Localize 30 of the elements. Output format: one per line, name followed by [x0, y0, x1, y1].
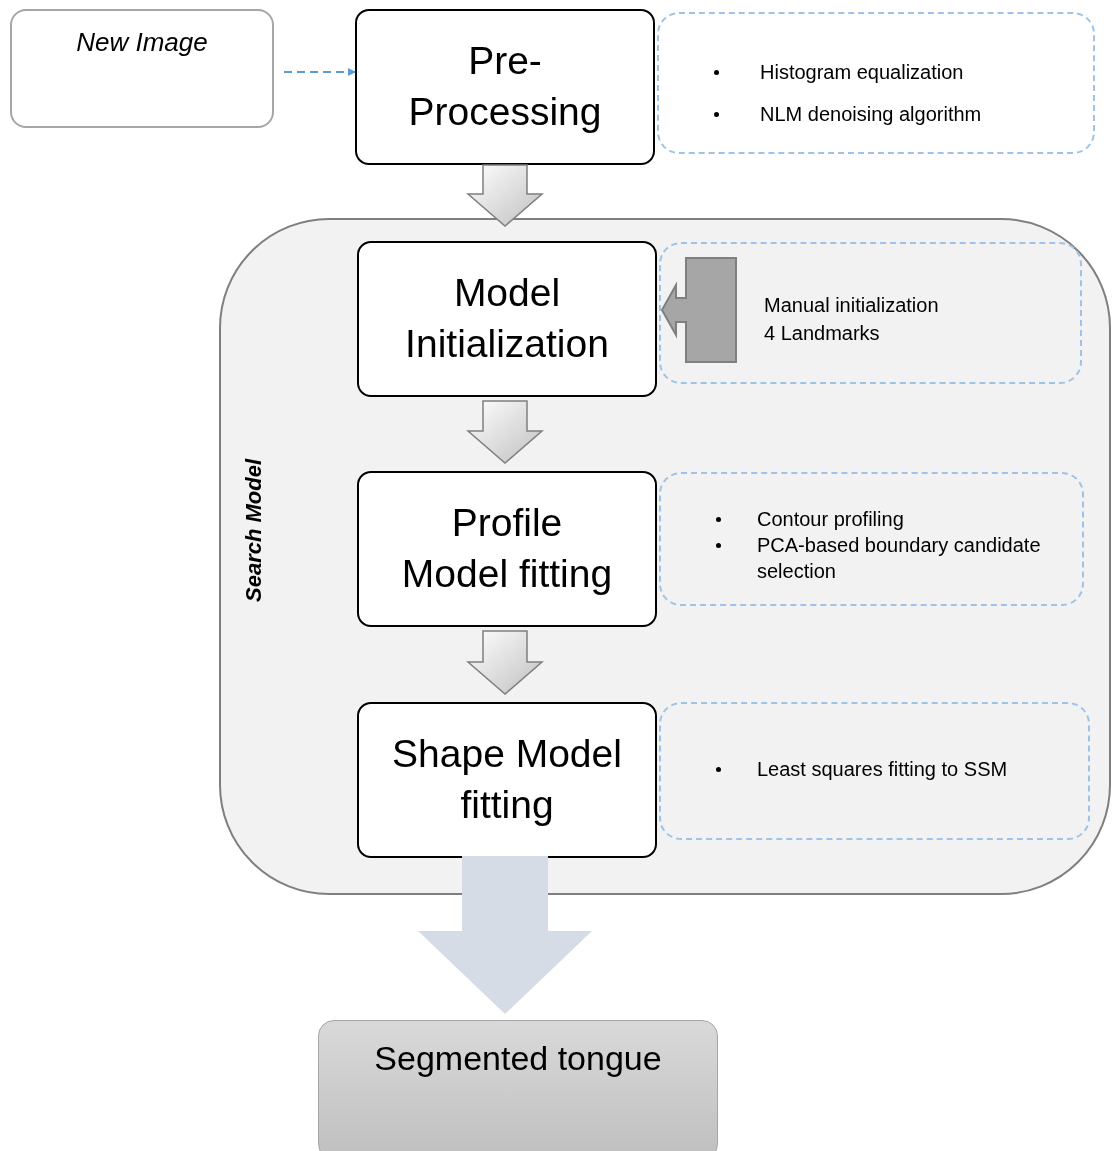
bullet-text: Histogram equalization — [760, 60, 965, 85]
group-container — [219, 218, 1111, 895]
note-text: 4 Landmarks — [764, 321, 880, 346]
bullet-text: NLM denoising algorithm — [760, 102, 982, 127]
note-box — [659, 472, 1084, 606]
block-arrow — [466, 164, 544, 227]
note-box — [657, 12, 1095, 154]
note-text: Manual initialization — [764, 293, 939, 318]
input-label: New Image — [75, 27, 209, 58]
process-label: Pre-Processing — [407, 38, 603, 135]
note-box — [659, 702, 1090, 840]
group-label: Search Model — [240, 457, 267, 604]
process-label: Profile Model fitting — [400, 500, 614, 597]
bullet-text: Least squares fitting to SSM — [757, 757, 1008, 782]
block-arrow — [418, 856, 592, 1014]
process-box — [357, 702, 657, 858]
input-box — [10, 9, 274, 128]
process-box — [355, 9, 655, 165]
output-box — [318, 1020, 718, 1151]
block-arrow — [466, 630, 544, 695]
process-box — [357, 241, 657, 397]
dashed-arrow — [283, 68, 356, 76]
process-label: Model Initialization — [404, 270, 610, 367]
block-arrow — [466, 400, 544, 464]
block-arrow — [660, 257, 737, 363]
process-box — [357, 471, 657, 627]
process-label: Shape Model fitting — [391, 731, 623, 828]
bullet-text: PCA-based boundary candidate selection — [757, 533, 1042, 584]
bullet-text: Contour profiling — [757, 507, 905, 532]
output-label: Segmented tongue — [373, 1039, 663, 1078]
